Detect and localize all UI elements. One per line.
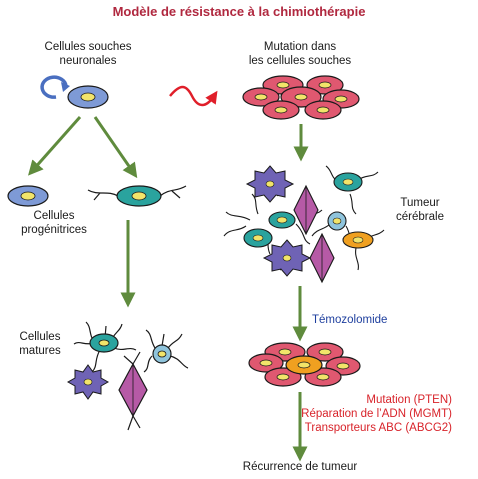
- neuron-teal-mature: [73, 321, 137, 373]
- neural-stem-cell: [67, 85, 109, 109]
- brain-tumor-cluster: [223, 165, 385, 284]
- label-mutation: Mutation dans les cellules souches: [238, 40, 362, 68]
- star-cell-mature: [66, 364, 110, 400]
- label-resistance-mgmt: Réparation de l’ADN (MGMT): [301, 408, 452, 420]
- label-mature: Cellules matures: [10, 330, 70, 358]
- label-resistance-abcg2: Transporteurs ABC (ABCG2): [304, 422, 452, 434]
- label-mutation-line-1: Mutation dans: [263, 41, 337, 53]
- label-stem-cells: Cellules souches neuronales: [40, 40, 136, 68]
- label-tumor-line-2: cérébrale: [396, 211, 444, 223]
- progenitor-cell-teal: [87, 185, 187, 207]
- label-mature-line-1: Cellules: [19, 331, 61, 343]
- mutated-stem-cells: [242, 75, 360, 120]
- neuron-light-mature: [143, 329, 189, 373]
- label-resistance-pten: Mutation (PTEN): [366, 394, 452, 406]
- mature-cells: [66, 321, 189, 431]
- label-progenitors-line-2: progénitrices: [21, 224, 87, 236]
- mutation-wave-arrow-icon: [169, 85, 218, 107]
- tumor-diamond-cell-top: [293, 184, 319, 236]
- tumor-star-cell-top: [245, 165, 295, 203]
- label-tumor-line-1: Tumeur: [400, 197, 440, 209]
- label-drug: Témozolomide: [312, 314, 388, 326]
- resistant-tumor-cells: [248, 342, 361, 387]
- self-renewal-arrow-icon: [40, 75, 70, 99]
- label-progenitors-line-1: Cellules: [33, 210, 75, 222]
- label-stem-cells-line-2: neuronales: [59, 55, 117, 67]
- figure-title: Modèle de résistance à la chimiothérapie: [112, 4, 366, 19]
- label-mature-line-2: matures: [19, 345, 61, 357]
- label-stem-cells-line-1: Cellules souches: [44, 41, 132, 53]
- progenitor-cell-blue: [7, 185, 49, 207]
- arrow-to-progenitor-left: [28, 116, 82, 176]
- tumor-diamond-cell-bottom: [309, 232, 335, 284]
- label-tumor: Tumeur cérébrale: [384, 196, 456, 224]
- diamond-cell-mature: [118, 351, 148, 431]
- label-recurrence: Récurrence de tumeur: [242, 461, 358, 473]
- tumor-star-cell-bottom: [262, 239, 312, 277]
- label-progenitors: Cellules progénitrices: [14, 209, 94, 237]
- label-resistance: Mutation (PTEN) Réparation de l’ADN (MGM…: [301, 393, 452, 435]
- label-mutation-line-2: les cellules souches: [248, 55, 352, 67]
- arrow-to-progenitor-right: [93, 116, 138, 179]
